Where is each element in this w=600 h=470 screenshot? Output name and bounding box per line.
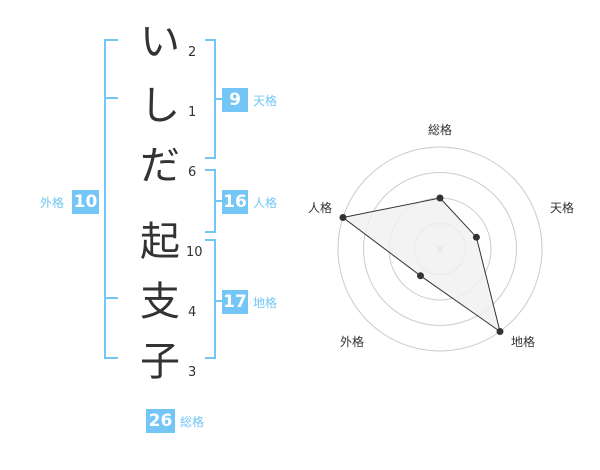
gaikaku-bracket [104,39,118,359]
radar-axis-label-jinkaku: 人格 [308,201,333,215]
soukaku-value: 26 [146,409,175,433]
chikaku-label: 地格 [253,296,278,310]
name-char-2: し [140,83,180,129]
radar-point-1 [472,233,480,241]
gaikaku-value: 10 [72,190,99,214]
radar-point-0 [436,194,444,202]
radar-axis-label-gaikaku: 外格 [340,335,365,349]
name-char-1: い [140,19,180,65]
name-char-6: 子 [140,339,180,385]
radar-axis-label-soukaku: 総格 [428,123,453,137]
soukaku-label: 総格 [180,415,205,429]
jinkaku-label: 人格 [253,196,278,210]
name-char-5: 支 [140,279,180,325]
tenkaku-value: 9 [222,88,248,112]
stroke-count-6: 3 [188,365,197,380]
radar-ring-3 [363,172,517,326]
stroke-count-2: 1 [188,105,197,120]
name-char-3: だ [140,143,180,189]
chikaku-bracket [205,239,216,359]
radar-axis-label-chikaku: 地格 [511,335,536,349]
radar-point-2 [496,328,504,335]
chikaku-value: 17 [222,290,248,314]
gaikaku-label: 外格 [40,196,65,210]
radar-shape [341,197,501,333]
radar-point-3 [417,272,424,280]
radar-ring-4 [337,146,543,352]
radar-point-4 [339,214,347,221]
stroke-count-3: 6 [188,165,197,180]
stroke-count-4: 10 [186,245,203,260]
stroke-count-5: 4 [188,305,197,320]
radar-axis-label-tenkaku: 天格 [550,201,575,215]
stroke-count-1: 2 [188,45,197,60]
name-char-4: 起 [140,219,180,265]
jinkaku-value: 16 [222,190,248,214]
tenkaku-label: 天格 [253,94,278,108]
